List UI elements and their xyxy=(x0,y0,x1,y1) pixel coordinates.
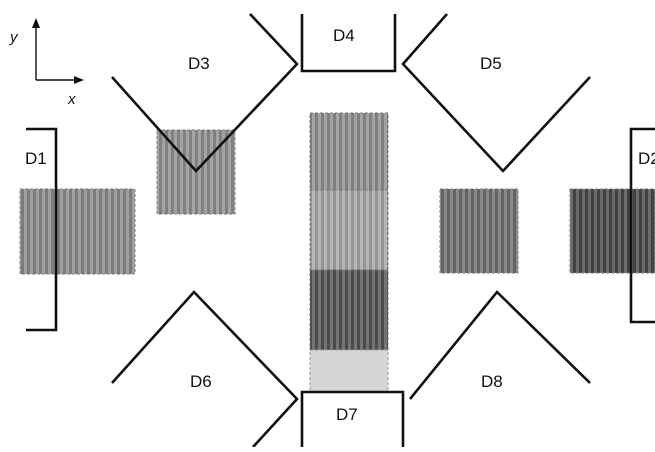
label-d8: D8 xyxy=(481,372,503,391)
patch-left xyxy=(19,188,136,275)
y-axis-label: y xyxy=(9,29,19,46)
label-d2: D2 xyxy=(638,149,655,168)
detector-d7-outline xyxy=(300,390,405,447)
label-d7: D7 xyxy=(336,405,358,424)
y-arrowhead-icon xyxy=(32,18,40,28)
detector-outlines xyxy=(26,13,655,448)
patch-right-outer xyxy=(569,188,655,274)
detector-d6-outline xyxy=(111,290,299,448)
detector-d3-outline xyxy=(111,13,299,173)
label-d5: D5 xyxy=(480,54,502,73)
detector-labels: D1 D2 D3 D4 D5 D6 D7 D8 xyxy=(25,26,655,424)
x-axis-label: x xyxy=(67,91,76,108)
detector-d4-outline xyxy=(300,14,397,73)
label-d6: D6 xyxy=(190,372,212,391)
patch-center-bottom xyxy=(309,349,389,393)
detector-d2-bracket xyxy=(629,127,655,324)
label-d3: D3 xyxy=(188,54,210,73)
detector-d8-outline xyxy=(408,290,591,400)
sample-patches xyxy=(19,112,655,393)
patch-right-inner xyxy=(439,188,519,274)
detector-d5-outline xyxy=(401,13,591,173)
label-d1: D1 xyxy=(25,149,47,168)
detector-d1-bracket xyxy=(26,127,58,332)
patch-center-column xyxy=(309,112,389,393)
x-arrowhead-icon xyxy=(74,76,84,84)
axes-indicator: y x xyxy=(9,18,84,108)
label-d4: D4 xyxy=(333,26,355,45)
